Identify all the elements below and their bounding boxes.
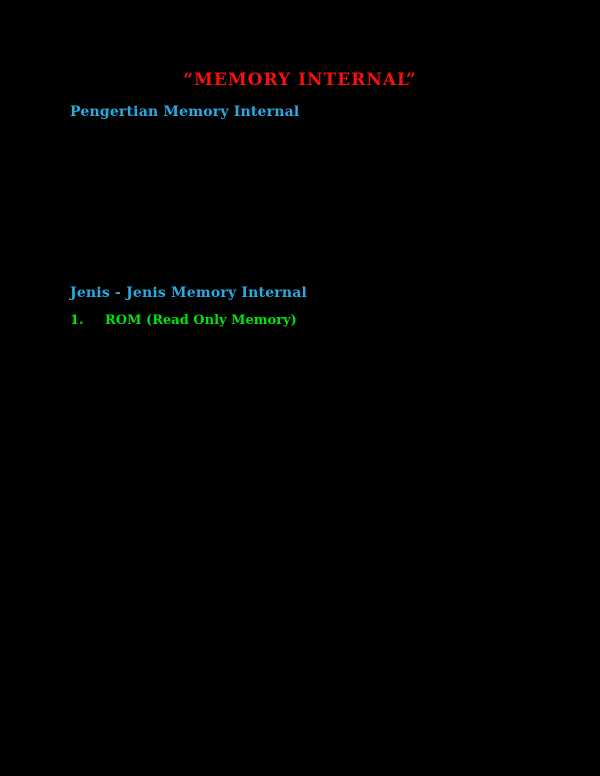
list-item-rom: 1. ROM (Read Only Memory) [70, 313, 297, 328]
section-heading-jenis: Jenis - Jenis Memory Internal [70, 285, 308, 301]
list-item-label: ROM (Read Only Memory) [105, 313, 297, 328]
list-item-number: 1. [70, 313, 84, 328]
document-title: “MEMORY INTERNAL” [183, 70, 417, 90]
section-heading-pengertian: Pengertian Memory Internal [70, 104, 300, 120]
